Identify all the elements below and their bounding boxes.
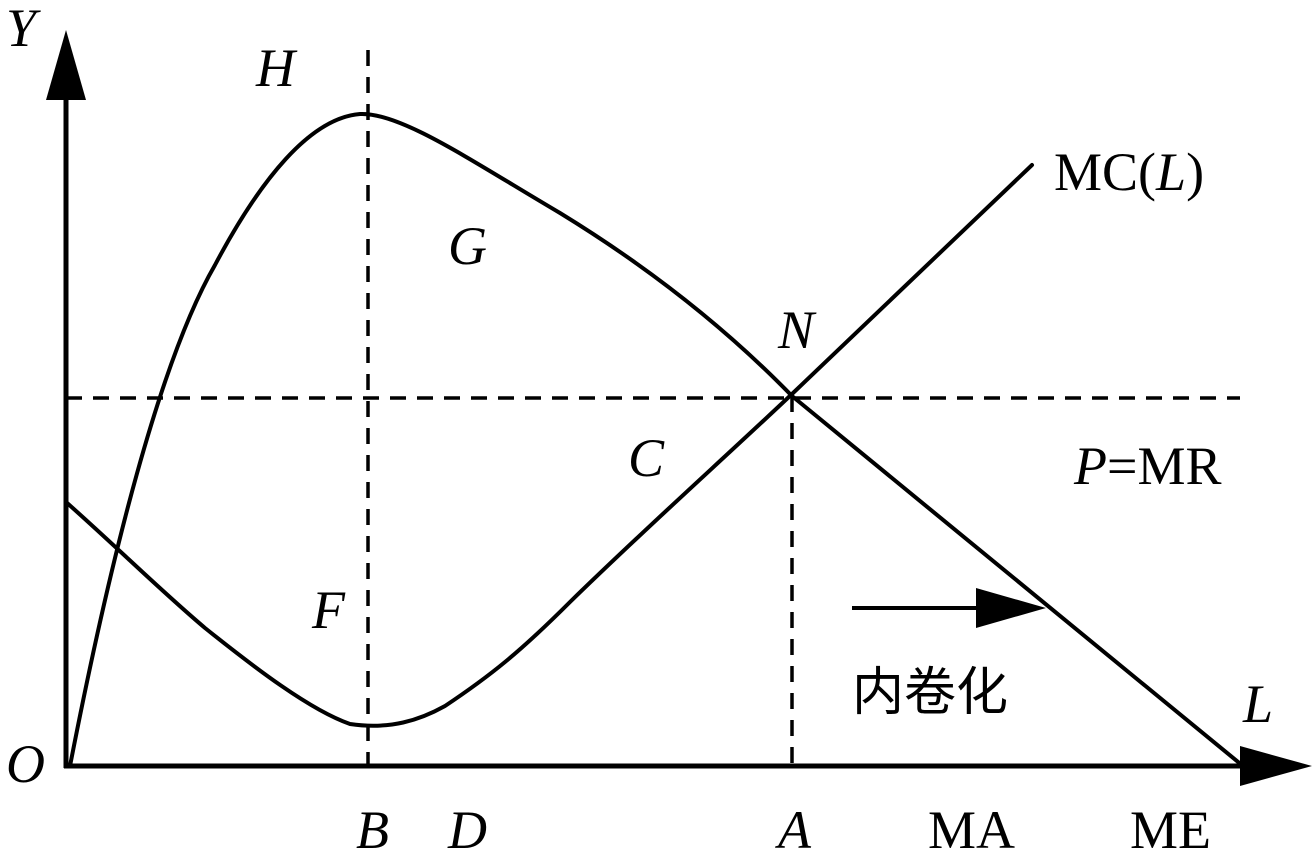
mc-curve-label: MC(L) (1054, 142, 1204, 202)
y-axis-label: Y (6, 0, 41, 58)
price-line-label: P=MR (1073, 436, 1222, 496)
mc-var: L (1155, 142, 1186, 202)
price-var: P (1073, 436, 1107, 496)
involution-arrow-head (976, 588, 1046, 628)
point-label-n: N (777, 300, 817, 360)
mc-prefix: MC( (1054, 142, 1156, 202)
mc-suffix: ) (1186, 142, 1204, 202)
x-tick-ma: MA (928, 800, 1015, 852)
involution-label: 内卷化 (852, 663, 1008, 723)
x-tick-me: ME (1130, 800, 1211, 852)
price-suffix: =MR (1107, 436, 1222, 496)
x-tick-d: D (447, 800, 487, 852)
point-label-f: F (311, 580, 346, 640)
point-label-c: C (628, 428, 665, 488)
point-label-h: H (255, 38, 298, 98)
hump-curve (68, 111, 1245, 768)
x-axis-label: L (1242, 674, 1273, 734)
x-tick-a: A (775, 800, 812, 852)
x-axis-arrowhead (1240, 746, 1312, 786)
y-axis-arrowhead (46, 30, 86, 100)
mc-curve (64, 163, 1034, 728)
origin-label: O (6, 734, 45, 794)
point-label-g: G (448, 216, 487, 276)
x-tick-b: B (356, 800, 389, 852)
